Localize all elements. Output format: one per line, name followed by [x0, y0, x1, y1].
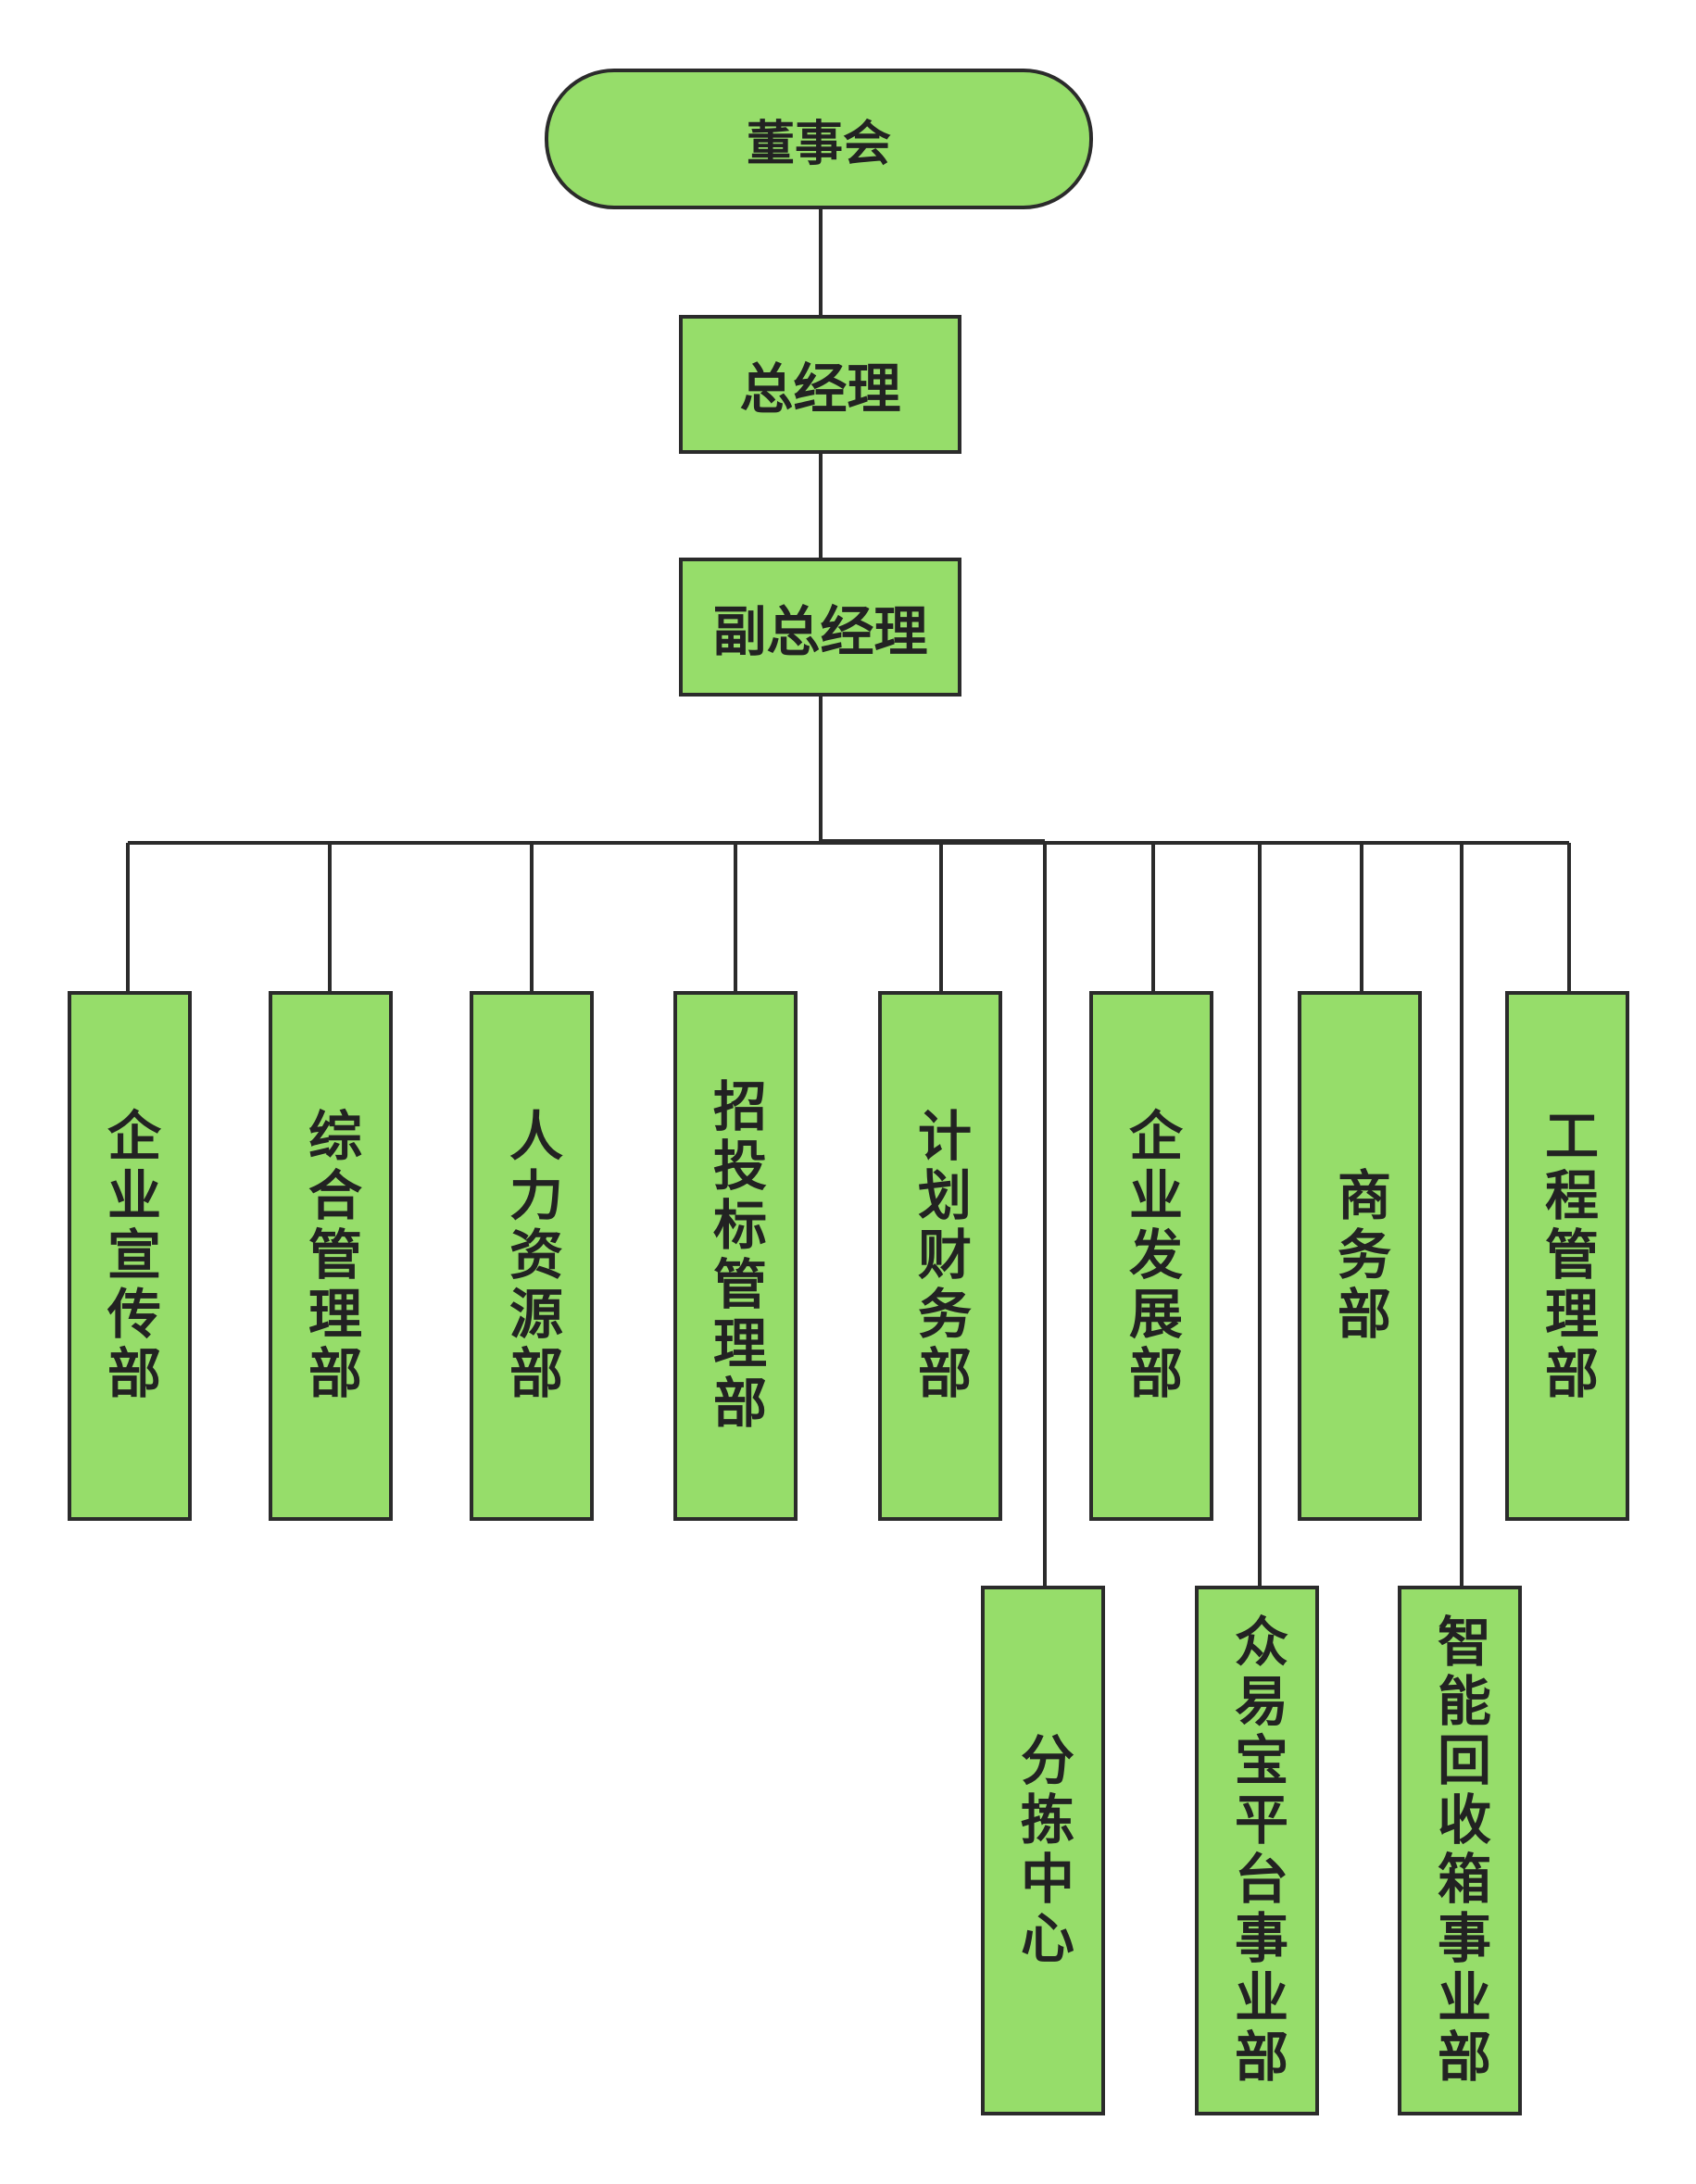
dept-node: 人力资源部 — [470, 991, 594, 1521]
dept-node: 企业宣传部 — [68, 991, 192, 1521]
dept-label: 招投标管理部 — [704, 1078, 767, 1434]
dept-label: 工程管理部 — [1536, 1108, 1599, 1404]
general-manager-label: 总经理 — [739, 358, 901, 420]
dept-node: 招投标管理部 — [673, 991, 798, 1521]
dept-node: 综合管理部 — [269, 991, 393, 1521]
dept-label: 计划财务部 — [909, 1108, 972, 1404]
dept-label: 人力资源部 — [500, 1108, 563, 1404]
dept-label: 企业发展部 — [1120, 1108, 1183, 1404]
dept-node: 众易宝平台事业部 — [1195, 1586, 1319, 2115]
deputy-general-manager-label: 副总经理 — [712, 600, 928, 663]
dept-node: 工程管理部 — [1505, 991, 1629, 1521]
deputy-general-manager-node: 副总经理 — [679, 558, 961, 697]
dept-label: 众易宝平台事业部 — [1225, 1613, 1288, 2088]
general-manager-node: 总经理 — [679, 315, 961, 454]
dept-node: 分拣中心 — [981, 1586, 1105, 2115]
dept-label: 分拣中心 — [1011, 1732, 1074, 1969]
dept-label: 商务部 — [1328, 1167, 1391, 1345]
dept-node: 企业发展部 — [1089, 991, 1213, 1521]
dept-label: 智能回收箱事业部 — [1428, 1613, 1491, 2088]
dept-label: 综合管理部 — [299, 1108, 362, 1404]
dept-node: 计划财务部 — [878, 991, 1002, 1521]
dept-node: 智能回收箱事业部 — [1398, 1586, 1522, 2115]
board-node: 董事会 — [545, 69, 1093, 209]
dept-node: 商务部 — [1298, 991, 1422, 1521]
board-label: 董事会 — [746, 116, 891, 172]
dept-label: 企业宣传部 — [98, 1108, 161, 1404]
